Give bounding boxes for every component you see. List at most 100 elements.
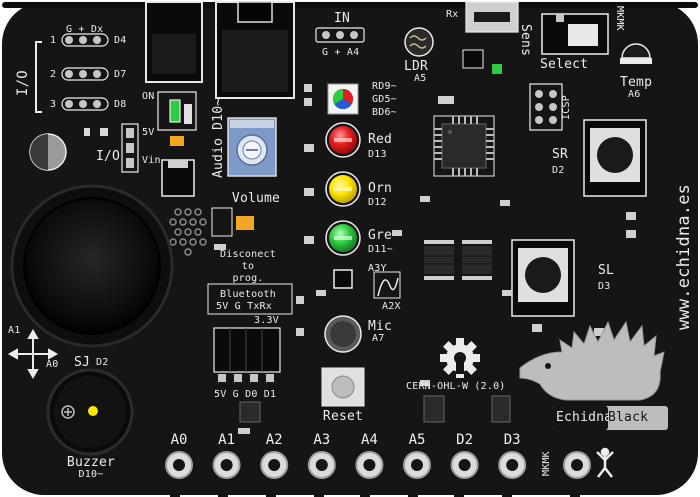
bt-note-4: Bluetooth	[220, 289, 276, 300]
reset-label: Reset	[322, 409, 364, 424]
mkmk-pad[interactable]	[563, 451, 591, 479]
io-headers	[61, 33, 109, 111]
bluetooth-header	[213, 327, 281, 382]
pin-label-d4: D4	[114, 35, 127, 46]
bottom-pad-a0[interactable]	[165, 451, 193, 479]
bottom-pad-a5[interactable]	[403, 451, 431, 479]
in-header-label: G + A4	[322, 47, 360, 58]
accel-y-label: A3Y	[368, 263, 387, 274]
reset-button[interactable]	[321, 367, 365, 407]
bottom-pads	[165, 451, 527, 479]
bottom-pad-label-a1: A1	[218, 432, 236, 448]
header-label: G + Dx	[66, 24, 104, 35]
pin-number-3: 3	[50, 99, 57, 110]
bottom-pad-d3[interactable]	[498, 451, 527, 479]
buzzer-pin: D10~	[78, 469, 104, 480]
pin-number-2: 2	[50, 69, 57, 80]
switch-io-label: I/O	[96, 149, 121, 164]
ldr-label: LDR	[404, 59, 429, 74]
bt-note-3: prog.	[232, 273, 264, 284]
pin-number-1: 1	[50, 35, 57, 46]
website-label: www.echidna.es	[674, 183, 694, 330]
bottom-pad-a3[interactable]	[307, 451, 336, 479]
bottom-pad-label-a5: A5	[408, 432, 426, 448]
bt-note-2: to	[241, 261, 255, 272]
bottom-pad-d2[interactable]	[450, 451, 479, 479]
joystick-axes-icon	[7, 328, 59, 380]
rx-label: Rx	[446, 9, 459, 20]
sens-label: Sens	[518, 24, 533, 57]
buzzer	[46, 368, 134, 456]
pin-label-d8: D8	[114, 99, 127, 110]
select-label: Select	[540, 57, 589, 72]
led-red-pin: D13	[368, 149, 387, 160]
motor-drivers	[424, 240, 492, 280]
accelerometer	[333, 269, 353, 289]
ldr-sensor	[404, 27, 434, 57]
brand-echidna: Echidna	[556, 410, 613, 425]
sl-label: SL	[598, 263, 615, 278]
joystick-y-label: A1	[8, 325, 21, 336]
io-label: I/O	[15, 70, 31, 96]
temp-pin: A6	[628, 89, 641, 100]
icsp-label: ICSP	[561, 95, 572, 120]
icsp-header	[529, 83, 563, 131]
bottom-pad-a2[interactable]	[260, 451, 289, 479]
pin-label-d7: D7	[114, 69, 127, 80]
vin-label: Vin	[142, 155, 161, 166]
sr-pin: D2	[552, 165, 565, 176]
bt-note-1: Disconect	[220, 249, 276, 260]
led-orange-name: Orn	[368, 181, 393, 196]
mkmk-bottom-label: MKMK	[541, 451, 552, 476]
temp-label: Temp	[620, 75, 653, 90]
in-header	[315, 27, 365, 43]
sr-label: SR	[552, 147, 569, 162]
bottom-pad-label-a3: A3	[313, 432, 331, 448]
led-orange	[325, 171, 361, 207]
buzzer-label: Buzzer	[66, 455, 116, 470]
bt-pins: 5V G TxRx	[216, 301, 272, 312]
microphone	[324, 315, 362, 353]
select-switch[interactable]	[541, 13, 609, 55]
license-label: CERN-OHL-W (2.0)	[406, 381, 506, 392]
bottom-pad-label-a0: A0	[170, 432, 188, 448]
bt-header-labels: 5V G D0 D1	[214, 389, 277, 400]
power-led	[169, 99, 181, 123]
bottom-pad-a4[interactable]	[355, 451, 384, 479]
capacitor	[29, 133, 67, 171]
rgb-label-red: RD9~	[372, 81, 397, 92]
io-bracket	[35, 41, 42, 113]
sr-button[interactable]	[583, 119, 647, 197]
voltage-5v-label: 5V	[142, 127, 155, 138]
mic-pin: A7	[372, 333, 385, 344]
usb-connector	[465, 1, 519, 33]
sl-pin: D3	[598, 281, 611, 292]
joystick[interactable]	[10, 184, 174, 348]
power-select-header	[121, 123, 139, 173]
led-green-name: Gre	[368, 228, 393, 243]
rgb-label-green: GD5~	[372, 94, 397, 105]
power-on-label: ON	[142, 91, 155, 102]
bt-voltage: 3.3V	[254, 315, 279, 326]
joystick-name: SJ	[74, 355, 91, 370]
led-green	[325, 220, 361, 256]
volume-potentiometer[interactable]	[227, 117, 277, 177]
bottom-pad-label-d3: D3	[503, 432, 521, 448]
echidna-logo	[519, 320, 668, 430]
led-red	[325, 122, 361, 158]
accel-x-label: A2X	[382, 301, 401, 312]
led-red-name: Red	[368, 132, 393, 147]
bottom-pad-a1[interactable]	[212, 451, 241, 479]
sl-button[interactable]	[511, 239, 575, 317]
ldr-pin: A5	[414, 73, 427, 84]
joystick-pin: D2	[96, 357, 109, 368]
bottom-pad-label-a4: A4	[360, 432, 378, 448]
dc-jack	[145, 1, 203, 83]
mkmk-top-label: MKMK	[614, 6, 625, 31]
led-orange-pin: D12	[368, 197, 387, 208]
rgb-led	[327, 83, 359, 115]
in-label: IN	[334, 11, 351, 26]
mic-label: Mic	[368, 319, 393, 334]
brand-black: Black	[608, 410, 649, 425]
